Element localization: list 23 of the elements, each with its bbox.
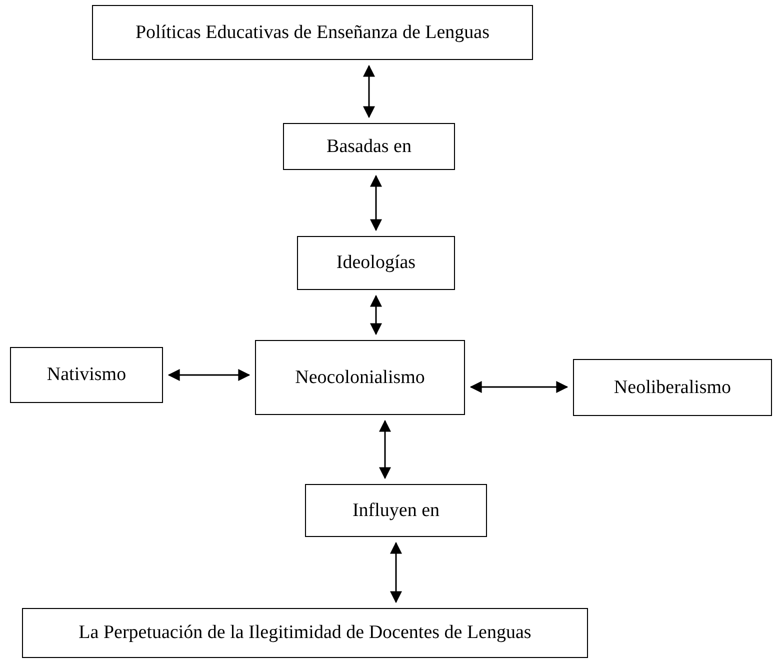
box-label: Neocolonialismo	[295, 366, 425, 388]
box-label: La Perpetuación de la Ilegitimidad de Docentes de Lenguas	[78, 622, 532, 644]
box-label: Ideologías	[336, 252, 416, 274]
box-label: Políticas Educativas de Enseñanza de Lenguas	[135, 22, 490, 44]
double-arrow	[390, 542, 402, 604]
process-box	[255, 340, 465, 415]
double-arrow	[370, 174, 382, 232]
process-box	[10, 347, 163, 403]
box-label: Neoliberalismo	[614, 376, 732, 398]
process-box	[297, 236, 455, 290]
process-box	[22, 608, 588, 658]
double-arrow	[379, 420, 391, 480]
process-box	[305, 484, 487, 537]
box-label: Influyen en	[352, 500, 440, 522]
double-arrow	[363, 64, 375, 118]
process-box	[283, 123, 455, 170]
box-label: Basadas en	[326, 136, 412, 158]
process-box	[573, 359, 772, 416]
box-label: Nativismo	[46, 364, 126, 386]
double-arrow	[470, 381, 568, 393]
double-arrow	[370, 294, 382, 336]
double-arrow	[168, 369, 250, 381]
process-box	[92, 5, 533, 60]
